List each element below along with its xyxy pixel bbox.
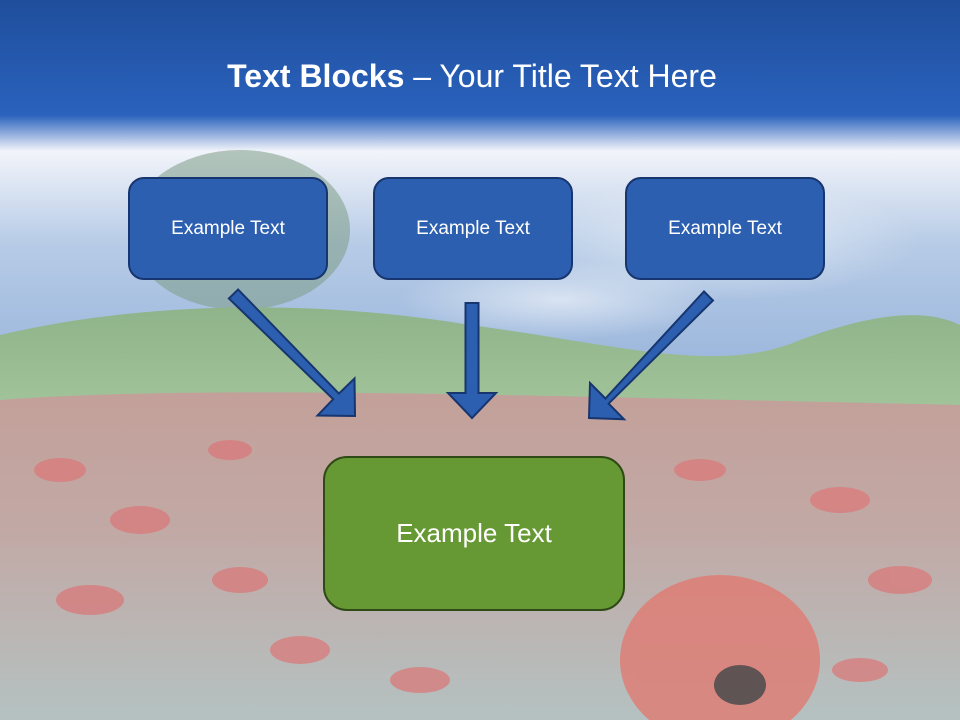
text-block-result: Example Text <box>323 456 625 611</box>
title-dash: – <box>404 58 440 94</box>
title-bold: Text Blocks <box>227 58 405 94</box>
text-block-right: Example Text <box>625 177 825 280</box>
title-rest: Your Title Text Here <box>439 58 717 94</box>
arrow-center <box>445 302 499 420</box>
arrow-left <box>227 288 357 418</box>
arrow-right <box>587 290 715 421</box>
text-block-center: Example Text <box>373 177 573 280</box>
text-block-left: Example Text <box>128 177 328 280</box>
page-title: Text Blocks – Your Title Text Here <box>0 56 944 96</box>
